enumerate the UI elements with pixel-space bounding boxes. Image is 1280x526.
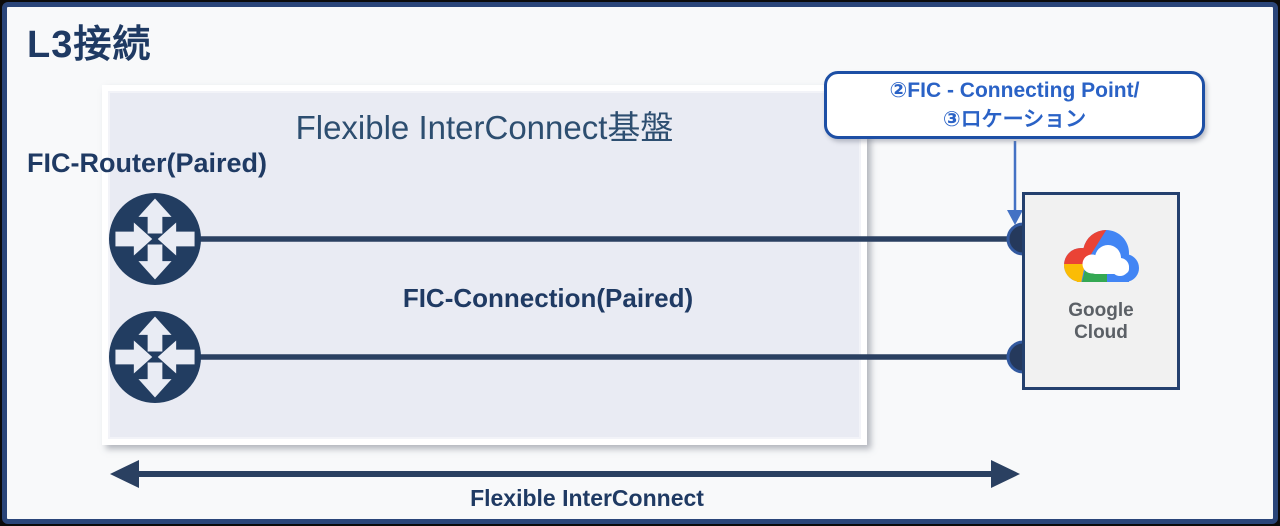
google-cloud-label: Google Cloud: [1068, 300, 1133, 344]
google-cloud-label-line1: Google: [1068, 300, 1134, 321]
callout-line1: ②FIC - Connecting Point/: [889, 79, 1140, 102]
span-arrow-left-head: [110, 460, 139, 488]
span-arrow-right-head: [991, 460, 1020, 488]
flexible-interconnect-label: Flexible InterConnect: [470, 485, 704, 511]
google-cloud-logo-icon: [1051, 216, 1151, 296]
google-cloud-box: Google Cloud: [1022, 192, 1180, 390]
fic-platform-panel-fill: Flexible InterConnect基盤: [108, 91, 861, 439]
fic-connection-label: FIC-Connection(Paired): [402, 283, 694, 313]
connecting-point-callout: ②FIC - Connecting Point/ ③ロケーション: [824, 71, 1205, 139]
callout-arrow-head: [1007, 210, 1023, 225]
fic-platform-heading: Flexible InterConnect基盤: [295, 109, 674, 146]
callout-line2: ③ロケーション: [942, 108, 1087, 131]
diagram-title: L3接続: [27, 24, 152, 66]
fic-platform-panel: Flexible InterConnect基盤: [102, 85, 867, 445]
fic-router-label: FIC-Router(Paired): [27, 148, 268, 178]
google-cloud-label-line2: Cloud: [1074, 322, 1128, 343]
